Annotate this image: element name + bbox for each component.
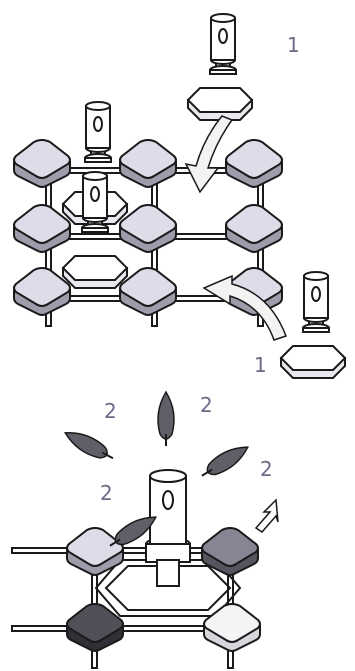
cylinder-post-icon	[209, 13, 237, 75]
octagon-base-icon	[62, 255, 128, 289]
octagon-base-icon	[187, 87, 253, 121]
arrow-icon	[254, 498, 279, 533]
step-number-label: 2	[100, 481, 113, 505]
tile	[119, 139, 177, 188]
step-number-label: 2	[104, 399, 117, 423]
curved-arrow-icon	[202, 274, 287, 341]
step-number-label: 2	[260, 457, 273, 481]
step-number-label: 1	[287, 33, 300, 57]
cylinder-post-icon	[145, 469, 191, 587]
tile	[13, 139, 71, 188]
curved-arrow-icon	[184, 115, 234, 194]
step-number-label: 2	[200, 393, 213, 417]
cylinder-post-icon	[302, 271, 330, 333]
leaf-petal-icon	[196, 439, 253, 484]
grid-assembly-top	[13, 101, 283, 327]
cylinder-post-icon	[84, 101, 112, 163]
step-number-label: 1	[254, 353, 267, 377]
leaf-petal-icon	[157, 391, 175, 447]
tile	[225, 139, 283, 188]
tile	[13, 267, 71, 316]
leaf-petal-icon	[60, 424, 118, 467]
tile-light	[66, 527, 124, 576]
octagon-base-icon	[280, 345, 346, 379]
step1-top-part: 1	[184, 13, 300, 194]
tile	[225, 204, 283, 253]
grid-assembly-bottom: 2 2 2 2	[11, 391, 279, 669]
step1-bottom-part: 1	[202, 271, 346, 379]
tile	[119, 267, 177, 316]
tile-white	[203, 603, 261, 652]
tile	[13, 204, 71, 253]
tile	[119, 204, 177, 253]
